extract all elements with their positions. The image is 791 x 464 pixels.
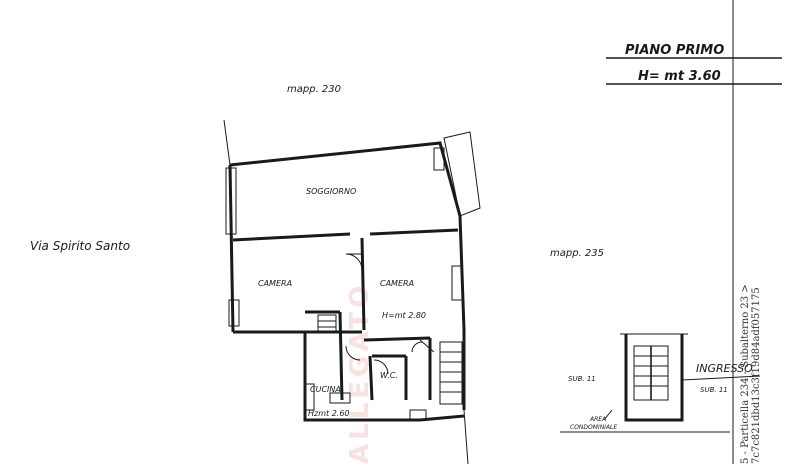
ingresso-label: INGRESSO: [696, 362, 753, 375]
sub-label-left: SUB. 11: [568, 375, 596, 383]
stamp-line-2: 7c7c821dbd13c3f19d84adf057175: [751, 287, 762, 464]
stairs: [317, 314, 463, 405]
registry-stamp: 5 - Particella 234 - Subalterno 23 > 7c7…: [718, 260, 788, 464]
room-height-camera: H=mt 2.80: [382, 311, 426, 320]
title-block: PIANO PRIMO H= mt 3.60: [606, 43, 782, 85]
interior-walls: [232, 228, 459, 401]
street-label: Via Spirito Santo: [30, 239, 130, 253]
room-label-soggiorno: SOGGIORNO: [306, 187, 356, 196]
doors: [345, 253, 435, 375]
parcel-label-top: mapp. 230: [287, 84, 341, 95]
sub-label-right: SUB. 11: [700, 386, 728, 394]
room-height-cucina: Hzmt 2.60: [308, 409, 350, 418]
room-label-camera-left: CAMERA: [258, 279, 292, 288]
outer-walls: [223, 119, 481, 464]
room-label-wc: W.C.: [380, 371, 398, 380]
floor-title: PIANO PRIMO: [625, 43, 724, 58]
windows: [225, 147, 463, 421]
parcel-label-right: mapp. 235: [550, 248, 604, 259]
area-label-2: CONDOMINIALE: [570, 424, 617, 431]
room-label-cucina: CUCINA: [310, 385, 341, 394]
room-label-camera-right: CAMERA: [380, 279, 414, 288]
stamp-line-1: 5 - Particella 234 - Subalterno 23 >: [740, 284, 751, 464]
area-label-1: AREA: [589, 416, 606, 423]
entrance-detail: [560, 333, 761, 433]
floor-height: H= mt 3.60: [638, 69, 721, 84]
